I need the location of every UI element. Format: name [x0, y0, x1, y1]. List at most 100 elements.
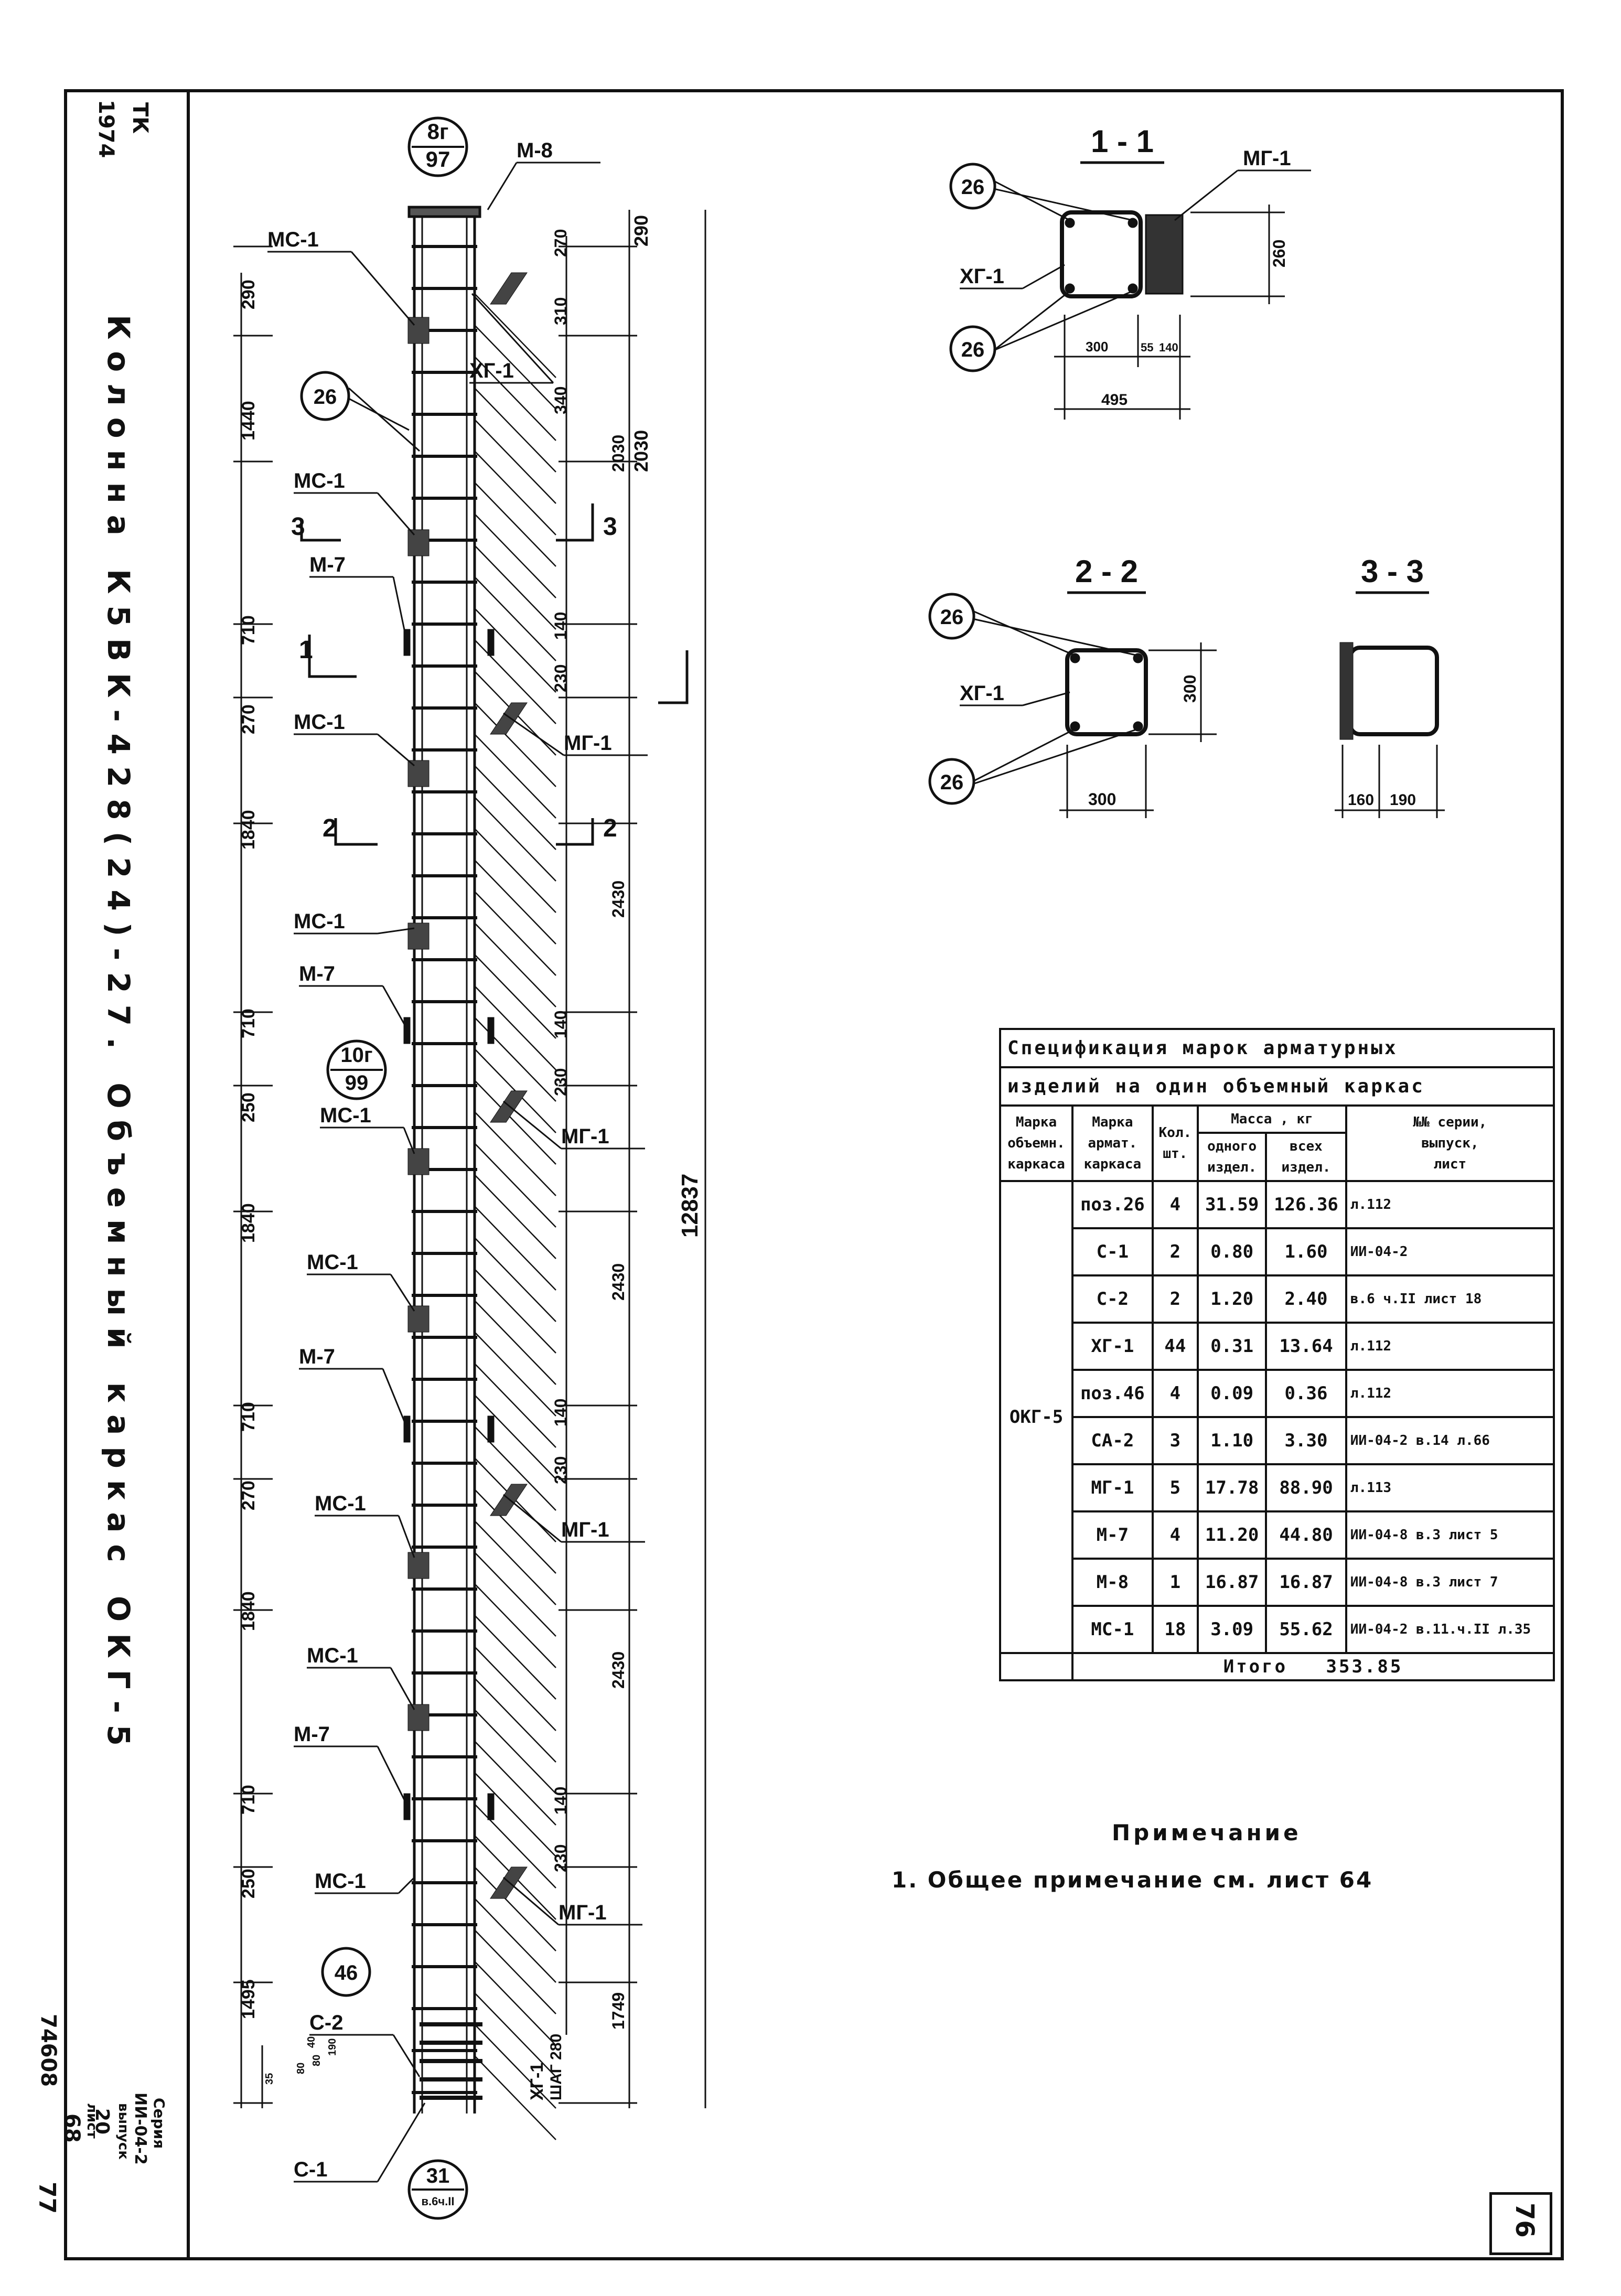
hatch-line — [474, 985, 556, 1070]
spec-cell-qty: 2 — [1151, 1274, 1199, 1324]
leader-line — [503, 1100, 562, 1150]
hdr-series: №№ серии,выпуск,лист — [1345, 1104, 1555, 1182]
spec-cell-qty: 44 — [1151, 1322, 1199, 1371]
m7-plate — [403, 1415, 411, 1443]
leader-line — [503, 1494, 562, 1543]
hatch-line — [474, 1741, 556, 1826]
svg-text:ХГ-1: ХГ-1 — [960, 265, 1004, 288]
ms1-plate — [407, 1148, 430, 1175]
ms1-plate — [407, 922, 430, 950]
elevation-labels: М-8МС-1МС-1М-7МГ-1МС-1МС-1М-7МГ-1МС-1МС-… — [267, 139, 648, 2183]
hatch-line — [474, 734, 556, 819]
spec-cell-all: 126.36 — [1265, 1180, 1347, 1229]
spec-cell-all: 13.64 — [1265, 1322, 1347, 1371]
spec-cell-mark: МГ-1 — [1071, 1463, 1154, 1512]
hdr-mass: Масса , кг — [1197, 1104, 1347, 1134]
hatch-line — [474, 608, 556, 693]
mg1-plate — [490, 272, 528, 305]
spec-cell-one: 31.59 — [1197, 1180, 1268, 1229]
hatch-line — [474, 860, 556, 945]
hatch-line — [474, 1772, 556, 1857]
spec-cell-one: 0.31 — [1197, 1322, 1268, 1371]
pos-26-bubble: 26 — [300, 371, 420, 452]
spec-cell-one: 11.20 — [1197, 1510, 1268, 1560]
elev-label-ms1: МС-1 — [307, 1644, 358, 1667]
spec-cell-all: 88.90 — [1265, 1463, 1347, 1512]
right-dim-label: 140 — [551, 1787, 570, 1815]
dim-2030: 2030 — [630, 430, 652, 472]
elev-label-ms1: МС-1 — [320, 1104, 371, 1127]
svg-text:55: 55 — [1141, 341, 1153, 354]
sheet-number-box — [1489, 2192, 1552, 2255]
hatch-line — [474, 1080, 556, 1165]
mg1-plate — [490, 702, 528, 735]
leader-line — [403, 1127, 415, 1154]
svg-text:300: 300 — [1086, 339, 1108, 355]
hatch-line — [474, 388, 556, 473]
left-dim-label: 35 — [264, 2073, 275, 2085]
hatch-line — [474, 1489, 556, 1574]
hatch-line — [474, 1929, 556, 2014]
left-dim-label: 1440 — [239, 401, 259, 441]
spec-cell-qty: 1 — [1151, 1558, 1199, 1607]
dim-290-top: 290 — [630, 215, 652, 246]
spec-cell-ref: ИИ-04-2 — [1345, 1227, 1555, 1276]
hatch-line — [474, 1111, 556, 1196]
hatch-line — [474, 2024, 556, 2109]
spec-cell-all: 3.30 — [1265, 1416, 1347, 1465]
elev-label-mg1: МГ-1 — [564, 732, 612, 755]
right-dim-label: 1749 — [609, 1992, 628, 2030]
hatch-line — [474, 1552, 556, 1637]
elev-label-ms1: МС-1 — [294, 469, 345, 492]
hatch-line — [474, 1992, 556, 2077]
leader-line — [471, 293, 554, 384]
svg-text:300: 300 — [1088, 790, 1116, 809]
spec-cell-mark: М-7 — [1071, 1510, 1154, 1560]
right-dim-label: 2030 — [609, 435, 628, 472]
svg-text:495: 495 — [1101, 391, 1128, 409]
left-dim-label: 290 — [239, 280, 259, 309]
svg-text:3 - 3: 3 - 3 — [1361, 554, 1424, 589]
spec-cell-ref: в.6 ч.II лист 18 — [1345, 1274, 1555, 1324]
left-dim-label: 1840 — [239, 1591, 259, 1631]
hatch-line — [474, 1017, 556, 1102]
section-markers: 3 3 1 2 2 — [291, 503, 689, 846]
hatch-line — [474, 797, 556, 882]
spec-cell-ref: ИИ-04-8 в.3 лист 7 — [1345, 1558, 1555, 1607]
leader-line — [377, 1746, 407, 1805]
pos-46-bubble: 46 — [321, 1947, 371, 1997]
spec-group-mark: ОКГ-5 — [999, 1180, 1074, 1654]
hatch-line — [474, 1709, 556, 1794]
svg-text:10г: 10г — [340, 1044, 372, 1067]
ms1-plate — [407, 1305, 430, 1333]
hatch-line — [474, 765, 556, 850]
callout-mid: 10г 99 — [326, 1039, 387, 1100]
svg-text:2: 2 — [603, 814, 617, 842]
ms1-plate — [407, 529, 430, 556]
spec-cell-all: 16.87 — [1265, 1558, 1347, 1607]
spec-cell-ref: л.112 — [1345, 1322, 1555, 1371]
dimension-lines — [240, 210, 706, 2108]
spec-cell-all: 0.36 — [1265, 1369, 1347, 1418]
svg-text:260: 260 — [1270, 240, 1289, 267]
left-dim-label: 1840 — [239, 810, 259, 850]
leader-line — [377, 927, 415, 935]
svg-text:ХГ-1: ХГ-1 — [960, 682, 1004, 705]
elev-label-xg1: ХГ-1 — [469, 359, 514, 382]
m7-plate — [487, 629, 495, 656]
m7-plate — [403, 1017, 411, 1044]
hatch-line — [474, 419, 556, 504]
elev-label-ms1: МС-1 — [315, 1870, 366, 1893]
leader-line — [398, 1876, 415, 1894]
hatch-line — [474, 1237, 556, 1322]
svg-text:97: 97 — [426, 147, 450, 171]
leader-line — [390, 1667, 415, 1710]
leader-line — [377, 733, 415, 767]
